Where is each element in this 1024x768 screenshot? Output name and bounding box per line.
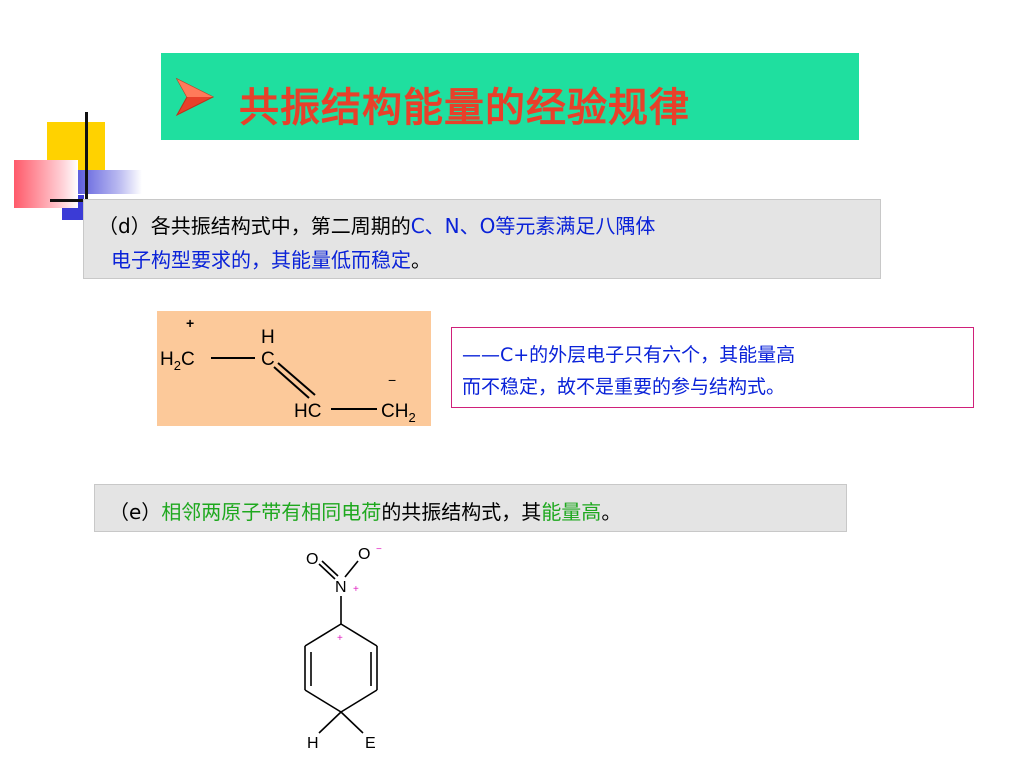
- rule-d-line-2: 电子构型要求的，其能量低而稳定。: [111, 244, 431, 273]
- atom-h2c-left: H2C: [160, 349, 195, 373]
- sigma-complex-diagram: O O − N + + H E: [304, 544, 382, 752]
- rule-d-highlight-1: C、N、O等元素满足八隅体: [410, 214, 656, 238]
- atom-hc: HC: [294, 401, 321, 422]
- arrow-bullet-icon: [175, 77, 215, 117]
- decor-horizontal-line: [50, 199, 110, 202]
- rule-e-middle: 的共振结构式，其: [381, 500, 542, 524]
- note-line-1: ——C+的外层电子只有六个，其能量高: [462, 344, 796, 366]
- explanation-note: ——C+的外层电子只有六个，其能量高 而不稳定，故不是重要的参与结构式。: [451, 327, 974, 408]
- oxygen-negative-charge: −: [376, 544, 382, 555]
- rule-e-highlight-1: 相邻两原子带有相同电荷: [161, 500, 382, 524]
- rule-d-suffix: 。: [411, 248, 431, 272]
- n-o-double-bond-b: [321, 560, 339, 577]
- atom-c-center: C: [261, 349, 275, 370]
- negative-charge: −: [388, 372, 396, 388]
- rule-d-line-1: （d）各共振结构式中，第二周期的C、N、O等元素满足八隅体: [98, 210, 655, 239]
- decor-vertical-line: [85, 112, 88, 216]
- c-h-bond: [318, 711, 342, 734]
- rule-d-box: （d）各共振结构式中，第二周期的C、N、O等元素满足八隅体 电子构型要求的，其能…: [83, 199, 881, 279]
- atom-h: H: [307, 735, 319, 752]
- atom-o-left: O: [306, 551, 318, 568]
- rule-e-prefix: （e）: [109, 500, 162, 524]
- atom-e: E: [365, 735, 376, 752]
- n-o-single-bond: [344, 560, 359, 578]
- cyclohexadiene-ring: [304, 623, 378, 713]
- rule-d-highlight-2: 电子构型要求的，其能量低而稳定: [111, 248, 411, 272]
- ring-positive-charge: +: [337, 633, 343, 644]
- nitrogen-positive-charge: +: [353, 584, 359, 595]
- n-o-double-bond-a: [318, 563, 336, 580]
- double-bond-b: [277, 362, 316, 396]
- allyl-cation-structure: + H H2C C − HC CH2: [157, 311, 431, 426]
- rule-e-suffix: 。: [601, 500, 622, 524]
- rule-d-prefix: （d）各共振结构式中，第二周期的: [98, 214, 411, 238]
- atom-o-right: O: [358, 546, 370, 563]
- note-line-2: 而不稳定，故不是重要的参与结构式。: [462, 376, 786, 398]
- title-banner: 共振结构能量的经验规律: [161, 53, 859, 140]
- double-bond-a: [273, 366, 310, 399]
- rule-e-highlight-2: 能量高: [541, 500, 602, 524]
- atom-ch2: CH2: [381, 401, 416, 425]
- rule-e-box: （e）相邻两原子带有相同电荷的共振结构式，其能量高。: [94, 484, 847, 532]
- positive-charge: +: [186, 315, 194, 331]
- allyl-cation-diagram: + H H2C C − HC CH2: [160, 315, 416, 425]
- rule-e-line: （e）相邻两原子带有相同电荷的共振结构式，其能量高。: [109, 496, 621, 525]
- page-title: 共振结构能量的经验规律: [239, 85, 690, 131]
- c-e-bond: [340, 711, 364, 734]
- atom-h-top: H: [261, 327, 275, 348]
- atom-n: N: [335, 579, 347, 596]
- nitro-sigma-complex-structure: O O − N + + H E: [290, 540, 400, 755]
